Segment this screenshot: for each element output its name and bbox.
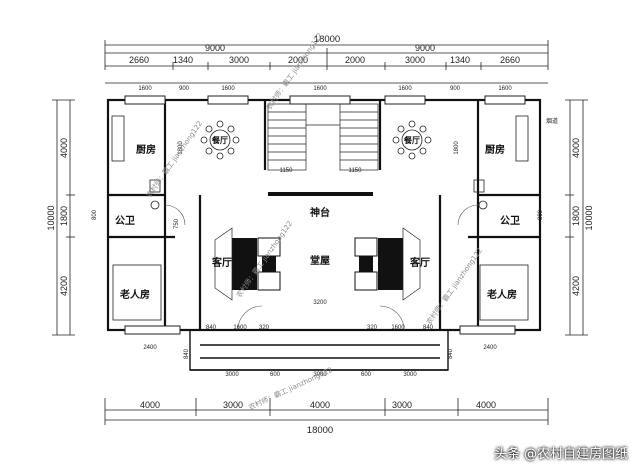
top-seg-1: 2660 bbox=[129, 55, 149, 65]
top-seg-4: 2000 bbox=[288, 55, 308, 65]
altar-table bbox=[268, 192, 373, 196]
porch-dim-4: 600 bbox=[361, 372, 372, 378]
elder-window-left-dim: 2400 bbox=[143, 345, 157, 351]
side-750-dim: 750 bbox=[174, 218, 180, 229]
porch-dim-5: 3000 bbox=[403, 372, 417, 378]
label-wc-right: 公卫 bbox=[500, 215, 520, 227]
wc-right-dim: 800 bbox=[538, 209, 544, 220]
win-dim-6: 900 bbox=[450, 86, 461, 92]
win-dim-4: 1600 bbox=[313, 86, 327, 92]
porch-left-dim: 840 bbox=[184, 348, 190, 359]
footer-account: @农村自建房图纸 bbox=[523, 447, 628, 462]
label-kitchen-right: 厨房 bbox=[485, 143, 505, 156]
left-total-dim: 10000 bbox=[46, 205, 56, 230]
bottom-seg-2: 3000 bbox=[223, 400, 243, 410]
label-elder-left: 老人房 bbox=[119, 288, 150, 301]
porch-dim-1: 3000 bbox=[225, 372, 239, 378]
bed-left bbox=[112, 264, 162, 321]
left-dim-3: 4200 bbox=[59, 276, 69, 296]
wc-left-dim: 800 bbox=[92, 209, 98, 220]
dining-table-left bbox=[200, 120, 240, 160]
top-seg-5: 2000 bbox=[345, 55, 365, 65]
label-dining-right: 餐厅 bbox=[403, 135, 420, 145]
door-right-dim-3: 840 bbox=[423, 325, 434, 331]
right-dim-1: 4000 bbox=[571, 138, 581, 158]
label-hall: 堂屋 bbox=[310, 254, 330, 267]
label-altar: 神台 bbox=[310, 206, 330, 219]
sofa-set-right bbox=[354, 227, 421, 301]
bed-right bbox=[479, 264, 529, 321]
label-living-right: 客厅 bbox=[409, 256, 430, 269]
porch-right-dim: 840 bbox=[448, 348, 454, 359]
porch-dim-3: 3000 bbox=[313, 372, 327, 378]
win-dim-1: 1600 bbox=[138, 86, 152, 92]
bottom-seg-1: 4000 bbox=[140, 400, 160, 410]
bottom-seg-5: 4000 bbox=[476, 400, 496, 410]
watermark-1: 农村师：霸工 jianzhong122 bbox=[144, 119, 204, 199]
win-dim-3: 1600 bbox=[221, 86, 235, 92]
top-seg-3: 3000 bbox=[229, 55, 249, 65]
label-elder-right: 老人房 bbox=[486, 288, 517, 301]
stair-width-dim-2: 1150 bbox=[349, 168, 363, 174]
top-seg-6: 3000 bbox=[405, 55, 425, 65]
porch-dim-2: 600 bbox=[270, 372, 281, 378]
top-seg-7: 1340 bbox=[450, 55, 470, 65]
stair-width-dim: 1150 bbox=[280, 168, 294, 174]
overall-width-bottom: 18000 bbox=[307, 425, 333, 436]
door-left-dim-3: 320 bbox=[259, 325, 270, 331]
label-wc-left: 公卫 bbox=[115, 215, 135, 227]
overall-width-top: 18000 bbox=[314, 34, 340, 45]
footer-attribution: 头条 @农村自建房图纸 bbox=[494, 443, 628, 462]
hall-width-dim: 3200 bbox=[313, 300, 327, 306]
top-seg-8: 2660 bbox=[500, 55, 520, 65]
dining-table-right bbox=[392, 120, 432, 160]
right-dim-3: 4200 bbox=[571, 276, 581, 296]
label-flue: 烟道 bbox=[546, 117, 558, 125]
left-dim-1: 4000 bbox=[59, 138, 69, 158]
win-dim-2: 900 bbox=[179, 86, 190, 92]
door-left-dim-2: 1600 bbox=[233, 325, 247, 331]
win-dim-5: 1600 bbox=[398, 86, 412, 92]
win-dim-7: 1600 bbox=[498, 86, 512, 92]
bottom-seg-4: 3000 bbox=[392, 400, 412, 410]
half-width-left: 9000 bbox=[205, 43, 225, 53]
elder-window-right-dim: 2400 bbox=[483, 345, 497, 351]
right-total-dim: 10000 bbox=[584, 205, 594, 230]
bottom-seg-3: 4000 bbox=[310, 400, 330, 410]
door-left-dim-1: 840 bbox=[206, 325, 217, 331]
sofa-set-left bbox=[214, 227, 281, 301]
label-dining-left: 餐厅 bbox=[211, 135, 228, 145]
right-dim-2: 1800 bbox=[571, 206, 581, 226]
top-seg-2: 1340 bbox=[173, 55, 193, 65]
left-dim-2: 1800 bbox=[59, 206, 69, 226]
door-right-dim-2: 1600 bbox=[391, 325, 405, 331]
label-kitchen-left: 厨房 bbox=[136, 143, 156, 156]
label-living-left: 客厅 bbox=[211, 256, 232, 269]
door-right-dim-1: 320 bbox=[367, 325, 378, 331]
half-width-right: 9000 bbox=[415, 43, 435, 53]
kitchen-side-dim-right: 1800 bbox=[454, 141, 460, 155]
footer-brand: 头条 bbox=[493, 447, 520, 462]
kitchen-side-dim: 1800 bbox=[178, 141, 184, 155]
watermark-4: 农村师：霸工 jianzhong122 bbox=[424, 246, 484, 326]
